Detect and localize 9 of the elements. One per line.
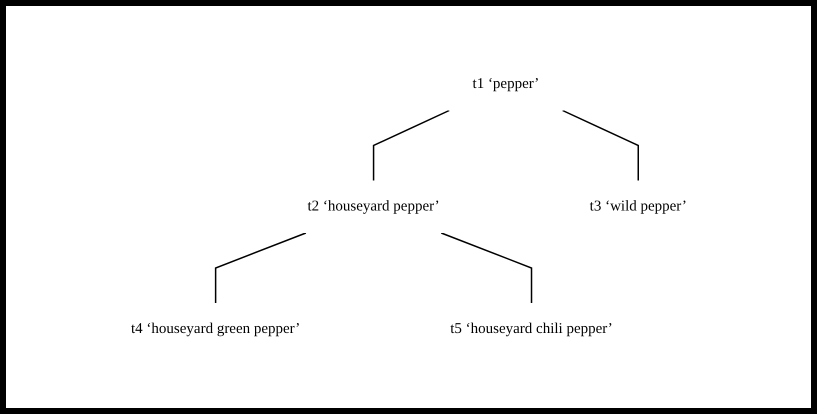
connector [440,232,532,304]
node-text: t4 ‘houseyard green pepper’ [130,321,300,338]
connector [562,110,639,181]
node-text: t3 ‘wild pepper’ [589,198,686,215]
node-text: t5 ‘houseyard chili pepper’ [450,321,612,338]
connector [372,110,450,181]
node-text: t1 ‘pepper’ [472,76,539,92]
connector [214,232,306,304]
node-text: t2 ‘houseyard pepper’ [307,198,440,215]
